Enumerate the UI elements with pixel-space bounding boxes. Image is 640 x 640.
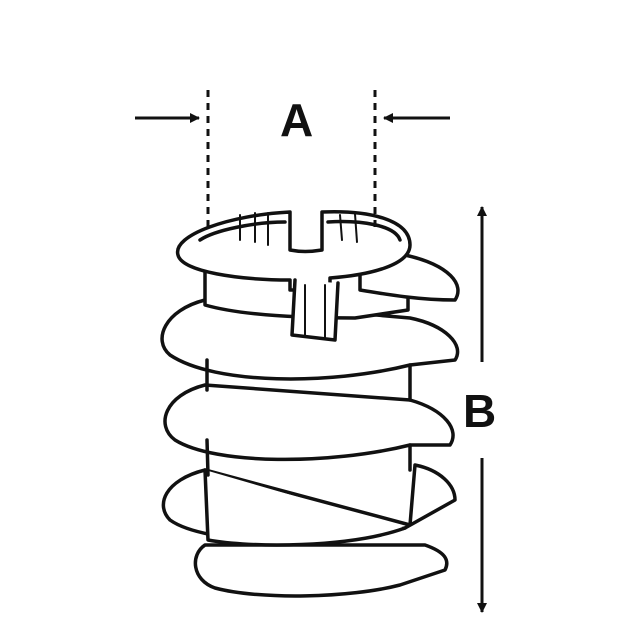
thread-3 [163, 383, 455, 462]
thread-bottom [193, 543, 449, 598]
slot [290, 278, 340, 342]
dimension-a-label: A [280, 94, 314, 146]
thread-2 [160, 298, 460, 381]
dimension-b-label: B [463, 385, 497, 437]
